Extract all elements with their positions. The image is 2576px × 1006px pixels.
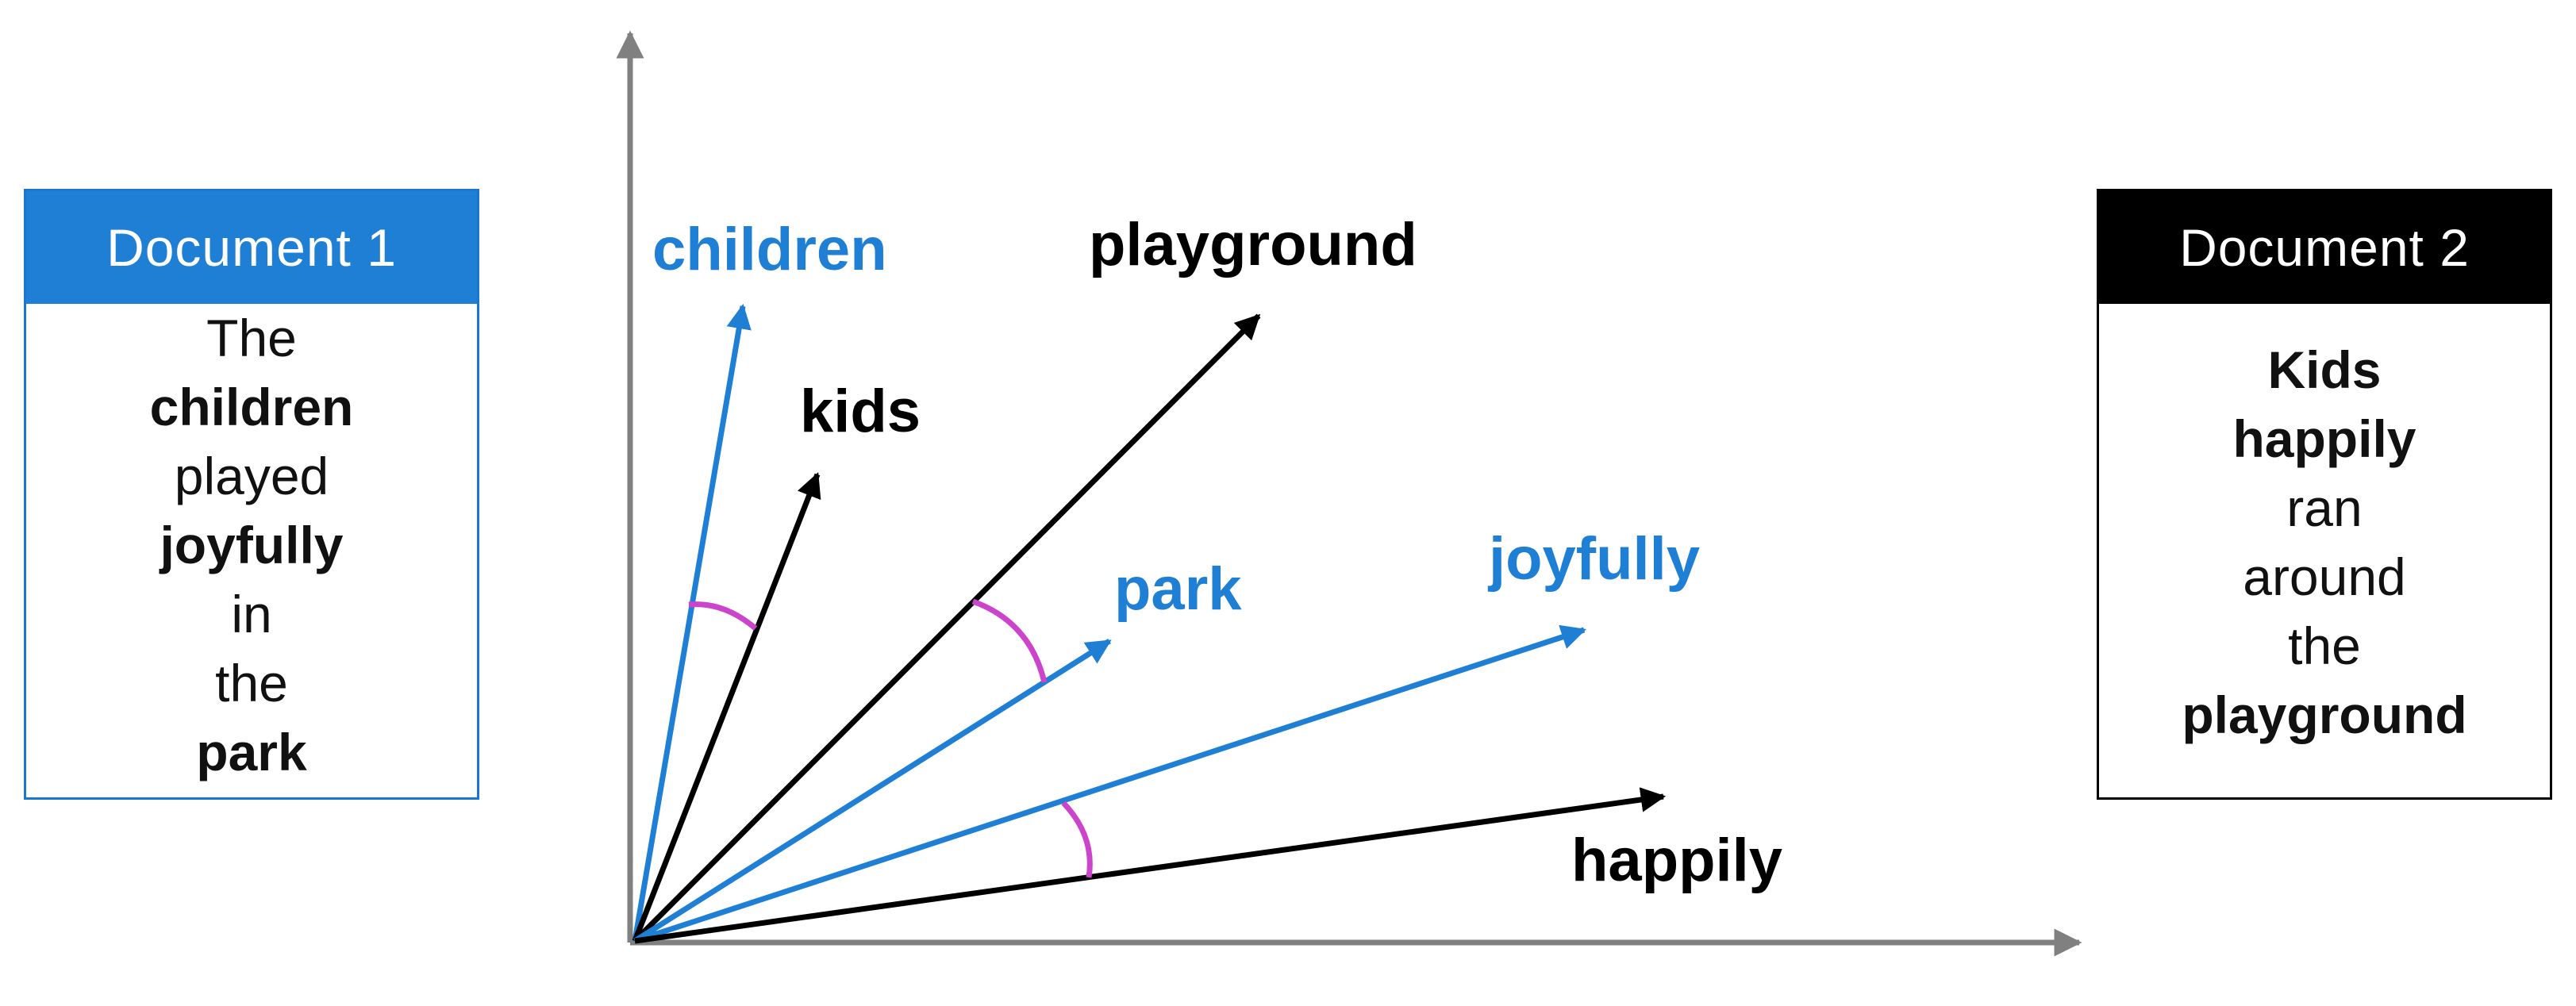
- document-1-text: The children played joyfully in the park: [26, 304, 477, 787]
- doc2-word: ran: [2286, 478, 2363, 537]
- document-1-box: Document 1 The children played joyfully …: [24, 189, 479, 800]
- doc2-word: Kids: [2267, 340, 2382, 399]
- kids-vector: [632, 472, 821, 943]
- doc2-word: playground: [2182, 685, 2467, 744]
- doc1-word: park: [196, 723, 307, 781]
- children-label: children: [652, 216, 887, 283]
- doc1-word: children: [149, 378, 354, 436]
- playground-vector: [632, 313, 1261, 943]
- doc1-word: played: [174, 447, 329, 505]
- angle-arc-joyfully-happily: [1061, 801, 1093, 878]
- document-2-title: Document 2: [2099, 191, 2550, 304]
- park-vector: [633, 639, 1112, 943]
- joyfully-vector: [633, 624, 1586, 944]
- doc1-word: joyfully: [160, 516, 344, 574]
- happily-label: happily: [1571, 827, 1782, 894]
- joyfully-label: joyfully: [1487, 525, 1700, 593]
- document-2-text: Kids happily ran around the playground: [2099, 304, 2550, 750]
- doc2-word: around: [2243, 547, 2406, 606]
- playground-label: playground: [1089, 211, 1417, 278]
- doc2-word: happily: [2232, 409, 2416, 468]
- angle-arc-children-kids: [688, 601, 758, 631]
- kids-label: kids: [800, 378, 921, 445]
- document-2-box: Document 2 Kids happily ran around the p…: [2097, 189, 2552, 800]
- children-vector: [632, 303, 752, 942]
- park-label: park: [1114, 555, 1242, 623]
- angle-arc-playground-park: [971, 598, 1048, 683]
- doc1-word: in: [231, 585, 272, 643]
- document-1-title: Document 1: [26, 191, 477, 304]
- doc2-word: the: [2288, 616, 2361, 675]
- doc1-word: the: [215, 654, 288, 712]
- doc1-word: The: [206, 309, 297, 367]
- happily-vector: [634, 787, 1667, 944]
